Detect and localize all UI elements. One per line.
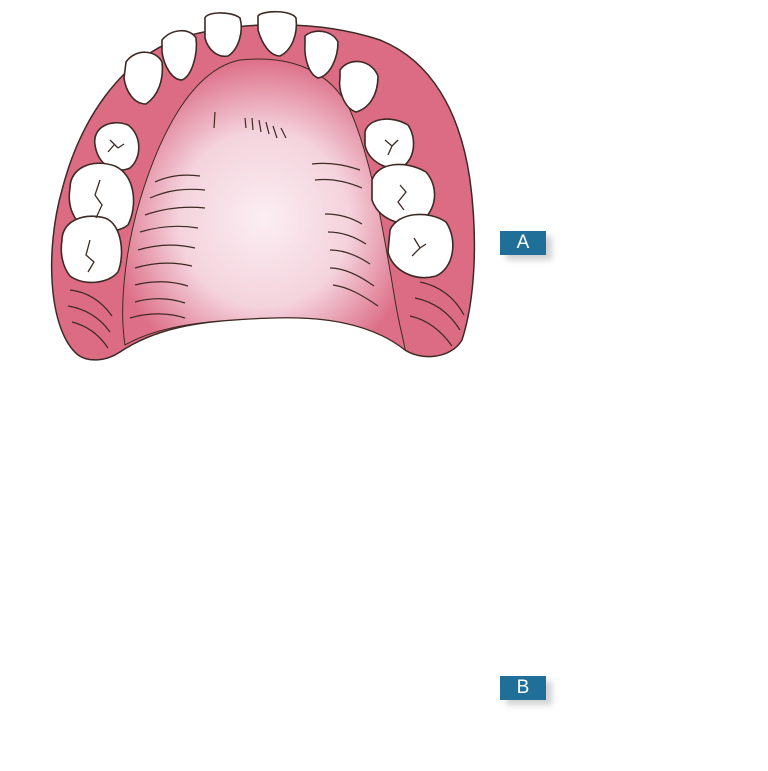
panel-label-b: B (500, 676, 546, 700)
panel-a-arch (50, 10, 476, 361)
panel-label-a: A (500, 231, 546, 255)
